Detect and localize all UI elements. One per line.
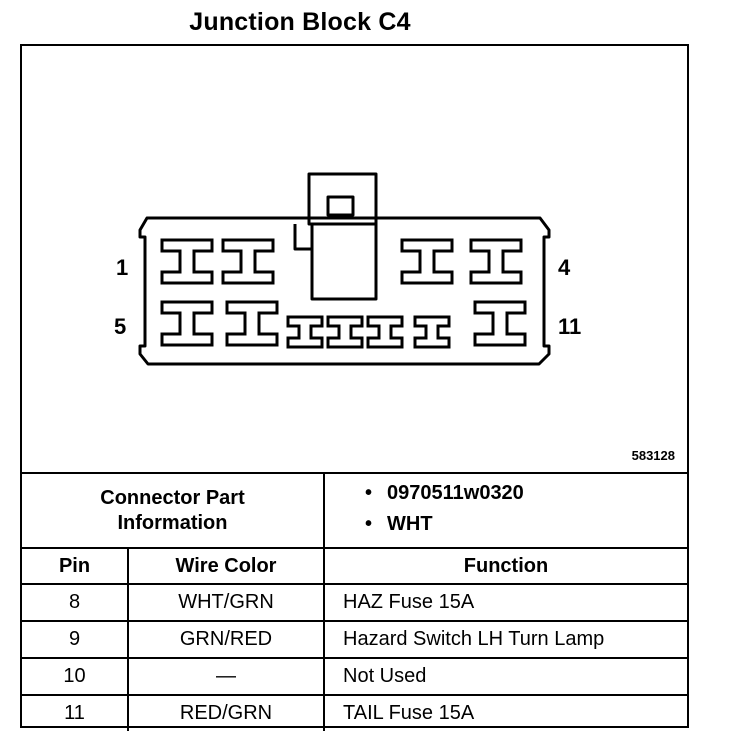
connector-face-drawing [138, 172, 551, 366]
function-cell: Hazard Switch LH Turn Lamp [323, 620, 687, 659]
diagram-title: Junction Block C4 [189, 8, 411, 36]
cavity-pin-3 [400, 238, 454, 285]
wire-color-cell: RED/GRN [127, 694, 325, 731]
connector-key [293, 224, 378, 301]
connector-frame: 1 4 5 11 583128 Connector Part Informati… [20, 44, 689, 731]
cavity-pin-11 [473, 300, 527, 347]
cavity-pin-1 [160, 238, 214, 285]
header-function: Function [323, 547, 687, 585]
table-row: 9 GRN/RED Hazard Switch LH Turn Lamp [22, 620, 687, 659]
pin-cell: 8 [22, 583, 129, 622]
wire-color-cell: GRN/RED [127, 620, 325, 659]
table-row: 11 RED/GRN TAIL Fuse 15A [22, 694, 687, 731]
connector-table: Connector Part Information •0970511w0320… [22, 472, 687, 731]
header-wire-color: Wire Color [127, 547, 325, 585]
connector-info-list: •0970511w0320 •WHT [323, 472, 687, 549]
function-cell: HAZ Fuse 15A [323, 583, 687, 622]
function-cell: TAIL Fuse 15A [323, 694, 687, 731]
cavity-pin-7 [286, 315, 324, 349]
table-row: 10 — Not Used [22, 657, 687, 696]
connector-info-row: Connector Part Information •0970511w0320… [22, 472, 687, 549]
table-header-row: Pin Wire Color Function [22, 547, 687, 585]
connector-diagram: 1 4 5 11 583128 [22, 46, 687, 472]
cavity-pin-9 [366, 315, 404, 349]
cavity-pin-8 [326, 315, 364, 349]
function-cell: Not Used [323, 657, 687, 696]
cavity-pin-5 [160, 300, 214, 347]
terminal-cavities [160, 238, 527, 349]
connector-info-item: •0970511w0320 [365, 482, 524, 504]
pin-cell: 9 [22, 620, 129, 659]
pin-cell: 11 [22, 694, 129, 731]
locking-tab-window [326, 195, 355, 217]
cavity-pin-6 [225, 300, 279, 347]
connector-info-label: Connector Part Information [22, 472, 325, 549]
pin-label-4: 4 [558, 255, 571, 280]
connector-info-item: •WHT [365, 513, 433, 535]
pin-label-11: 11 [558, 314, 582, 339]
wire-color-cell: — [127, 657, 325, 696]
figure-id: 583128 [631, 448, 675, 463]
connector-body [138, 216, 551, 366]
pin-label-5: 5 [114, 314, 127, 339]
header-pin: Pin [22, 547, 129, 585]
cavity-pin-2 [221, 238, 275, 285]
cavity-pin-10 [413, 315, 451, 349]
cavity-pin-4 [469, 238, 523, 285]
pin-label-1: 1 [116, 255, 129, 280]
wire-color-cell: WHT/GRN [127, 583, 325, 622]
table-row: 8 WHT/GRN HAZ Fuse 15A [22, 583, 687, 622]
pin-cell: 10 [22, 657, 129, 696]
